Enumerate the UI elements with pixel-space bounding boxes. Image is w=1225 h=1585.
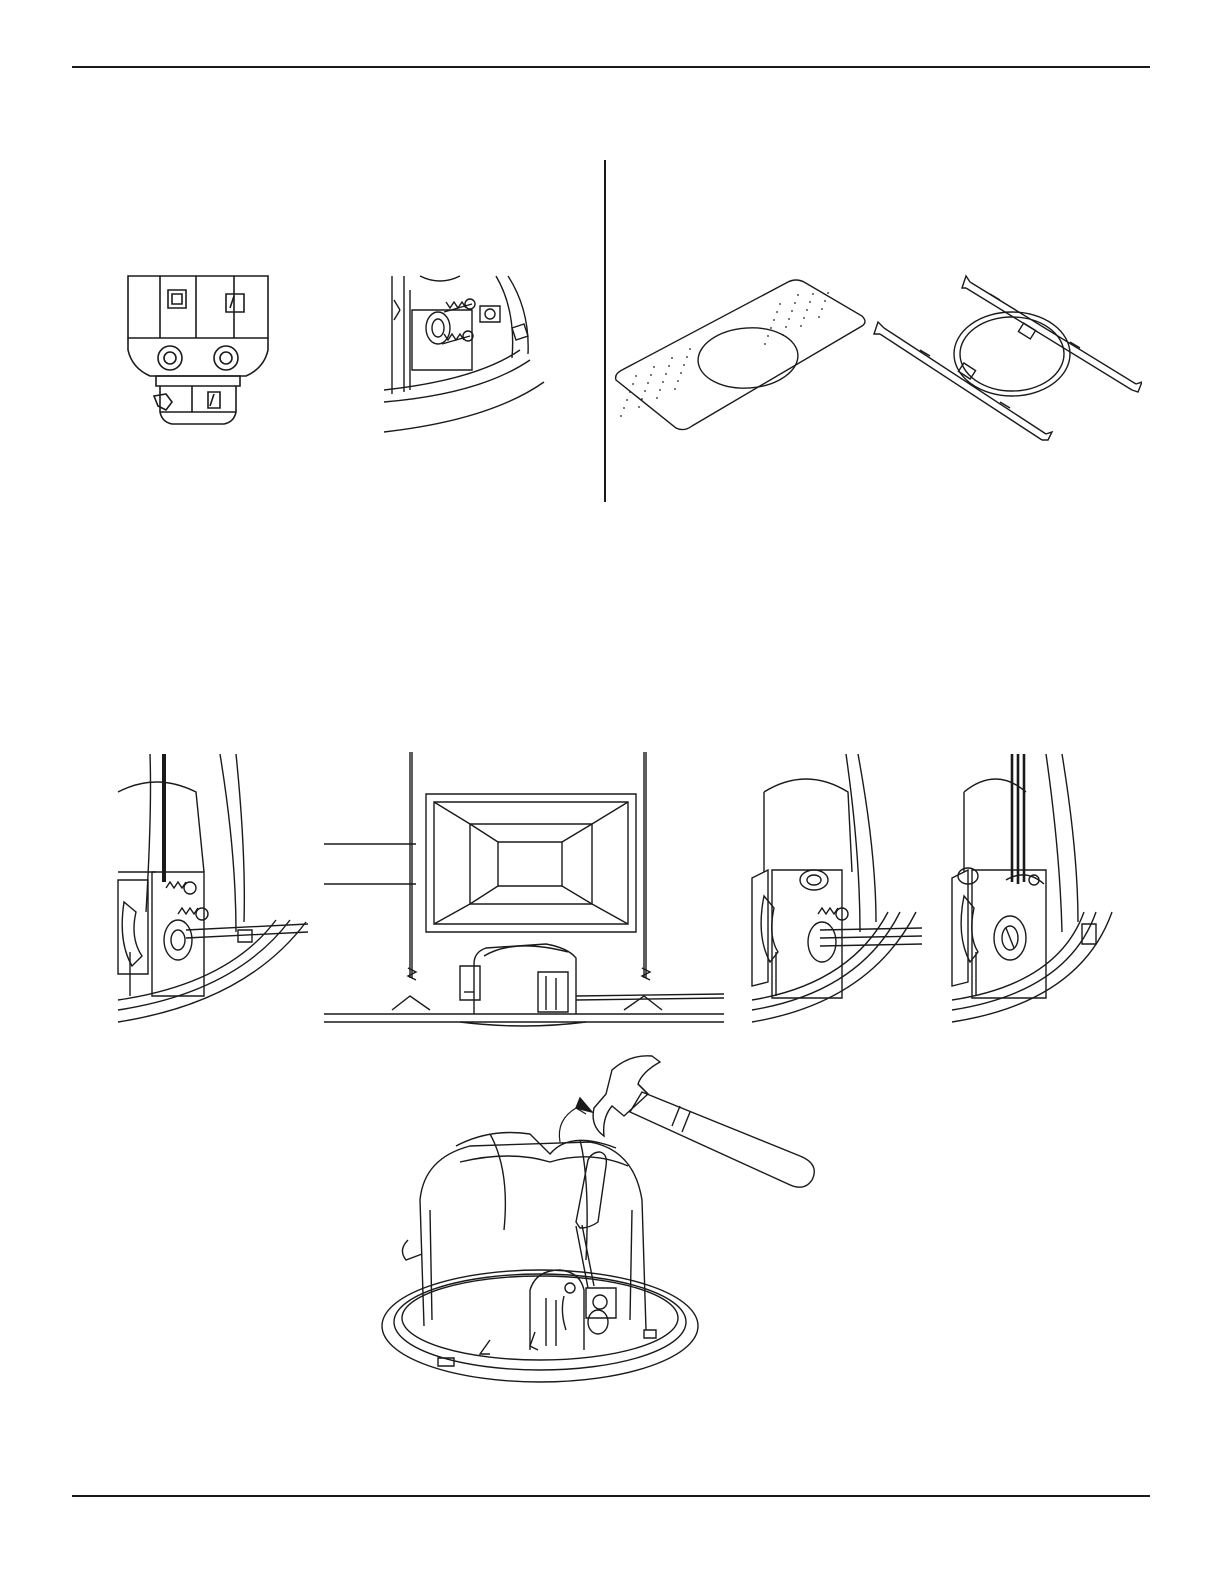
speaker-cable-clamped-top [950,752,1122,1030]
tile-bridge-icon [612,276,874,436]
plate-hole-dot [629,391,631,393]
plate-hole-dot [686,356,688,358]
speaker-conduit-wire-entry [116,752,308,1030]
plate-hole-dot [779,303,781,305]
footer-rule [72,1495,1150,1497]
plate-hole-dot [653,366,655,368]
plate-hole-dot [656,397,658,399]
speaker-terminal-clamp-detail [380,270,546,438]
knockout-removal-with-hammer [380,1050,826,1388]
plate-hole-dot [785,326,787,328]
plate-hole-dot [821,308,823,310]
wire-entry-icon [116,752,308,1030]
plate-hole-dot [764,343,766,345]
plate-hole-dot [644,390,646,392]
wire-clamp-top-icon [950,752,1122,1030]
plate-hole-dot [812,293,814,295]
rail-hanger-icon [870,272,1142,442]
plate-hole-dot [689,348,691,350]
section-divider [604,160,606,502]
plate-hole-dot [626,399,628,401]
speaker-cable-clamped-side [750,752,922,1030]
plate-hole-dot [647,382,649,384]
plate-hole-dot [668,365,670,367]
plate-hole-dot [791,310,793,312]
plate-hole-dot [635,375,637,377]
plate-hole-dot [650,374,652,376]
plate-hole-dot [806,309,808,311]
plate-hole-dot [662,381,664,383]
plate-hole-dot [827,292,829,294]
plate-hole-dot [794,302,796,304]
plate-hole-dot [773,319,775,321]
terminal-block-icon [122,272,272,432]
terminal-block-front-view [122,272,272,432]
tile-bridge-plate [612,276,874,436]
plate-hole-dot [803,317,805,319]
plate-hole-dot [782,334,784,336]
plate-hole-dot [632,383,634,385]
plate-hole-dot [809,301,811,303]
plate-hole-dot [623,407,625,409]
plate-hole-dot [674,388,676,390]
plate-hole-dot [638,406,640,408]
plate-hole-dot [788,318,790,320]
speaker-clamp-icon [380,270,546,438]
plate-hole-dot [824,300,826,302]
plate-hole-dot [620,415,622,417]
plate-hole-dot [767,335,769,337]
plate-hole-dot [797,294,799,296]
plate-hole-dot [680,372,682,374]
plate-hole-dot [665,373,667,375]
plate-hole-dot [671,357,673,359]
header-rule [72,66,1150,68]
speaker-in-ceiling-above-tile [324,752,724,1028]
plate-hole-dot [641,398,643,400]
plate-hole-dot [770,327,772,329]
plate-hole-dot [677,380,679,382]
wire-clamp-icon [750,752,922,1030]
plate-hole-dot [776,311,778,313]
plate-hole-dot [818,316,820,318]
plate-hole-dot [683,364,685,366]
ceiling-install-icon [324,752,724,1028]
plate-hole-dot [800,325,802,327]
rail-hanger-and-ring [870,272,1142,442]
hammer-screwdriver-icon [380,1050,826,1388]
plate-hole-dot [659,389,661,391]
